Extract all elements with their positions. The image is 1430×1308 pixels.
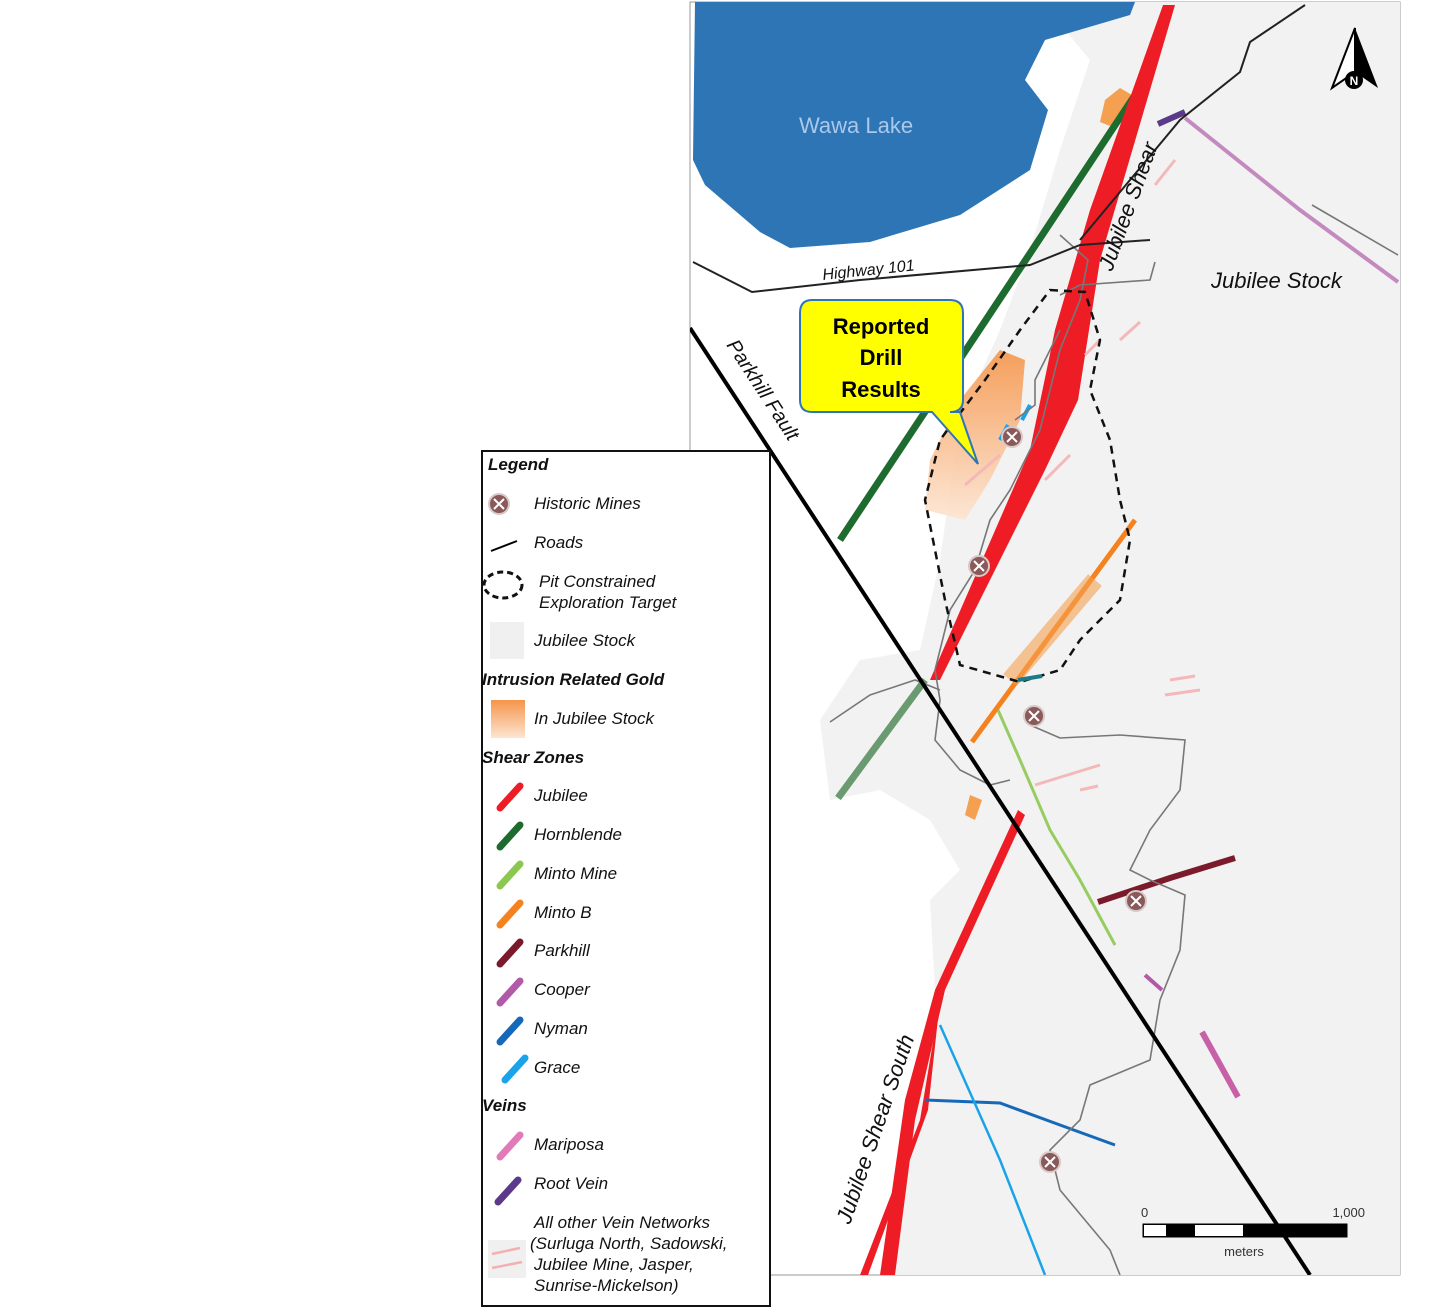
- label: Nyman: [534, 1019, 588, 1038]
- label: Grace: [534, 1058, 580, 1077]
- historic-mine-icon[interactable]: [1125, 890, 1147, 912]
- intrusion-gold-zone: [925, 350, 1025, 520]
- label: Hornblende: [534, 825, 622, 844]
- label: meters: [1224, 1244, 1264, 1259]
- hornblende-shear: [837, 93, 1138, 542]
- wawa-lake: [693, 2, 1135, 248]
- minto-mine-shear: [996, 709, 1117, 946]
- historic-mine-icon[interactable]: [968, 555, 990, 577]
- label: Exploration Target: [539, 593, 678, 612]
- label: Historic Mines: [534, 494, 641, 513]
- shear-zone-legend-items: Jubilee Hornblende Minto Mine Minto B Pa…: [496, 782, 622, 1084]
- nyman-shear: [924, 1098, 1116, 1147]
- jubilee-shear: [930, 5, 1175, 680]
- label: Jubilee Mine, Jasper,: [533, 1255, 694, 1274]
- label: Intrusion Related Gold: [482, 670, 665, 689]
- jubilee-shear-south: [880, 810, 1025, 1275]
- wawa-lake-label: Wawa Lake: [799, 113, 913, 138]
- north-arrow-icon: N: [1329, 27, 1378, 91]
- root-vein: [1156, 109, 1187, 127]
- label: (Surluga North, Sadowski,: [530, 1234, 727, 1253]
- label: Veins: [482, 1096, 527, 1115]
- legend-title: Legend: [488, 455, 549, 474]
- label: Mariposa: [534, 1135, 604, 1154]
- label: In Jubilee Stock: [534, 709, 656, 728]
- historic-mine-icon[interactable]: [1001, 426, 1023, 448]
- label: 1,000: [1332, 1205, 1365, 1220]
- historic-mine-icon[interactable]: [1023, 705, 1045, 727]
- historic-mine-icon[interactable]: [1039, 1151, 1061, 1173]
- jubilee-stock-label: Jubilee Stock: [1210, 268, 1343, 293]
- label: Sunrise-Mickelson): [534, 1276, 679, 1295]
- label: Roads: [534, 533, 584, 552]
- label: Jubilee: [533, 786, 588, 805]
- label: Minto B: [534, 903, 592, 922]
- grace-shear: [938, 1024, 1047, 1275]
- other-vein-networks: [964, 159, 1201, 792]
- reported-drill-results-callout: Reported Drill Results: [799, 299, 979, 465]
- parkhill-shear: [1097, 855, 1236, 905]
- label: Reported: [833, 314, 930, 339]
- label: Jubilee Stock: [533, 631, 637, 650]
- label: Results: [841, 377, 920, 402]
- cooper-vein: [1183, 116, 1400, 284]
- label: Shear Zones: [482, 748, 584, 767]
- label: 0: [1141, 1205, 1148, 1220]
- jubilee-stock-area: [820, 2, 1400, 1275]
- legend: Legend Historic Mines Roads Pit Constrai…: [481, 450, 771, 1307]
- label: Cooper: [534, 980, 591, 999]
- label: Minto Mine: [534, 864, 617, 883]
- label: Drill: [860, 345, 903, 370]
- intrusion-gold-south: [965, 795, 982, 820]
- highway-101: [692, 4, 1306, 294]
- label: All other Vein Networks: [533, 1213, 711, 1232]
- label: Pit Constrained: [539, 572, 656, 591]
- parkhill-fault: [690, 326, 1312, 1275]
- mariposa-vein: [1199, 1030, 1241, 1099]
- label: Root Vein: [534, 1174, 608, 1193]
- intrusion-gold-north: [1100, 88, 1132, 128]
- label: N: [1350, 74, 1359, 88]
- label: Parkhill: [534, 941, 591, 960]
- scale-bar: 0 1,000 meters: [1141, 1205, 1365, 1259]
